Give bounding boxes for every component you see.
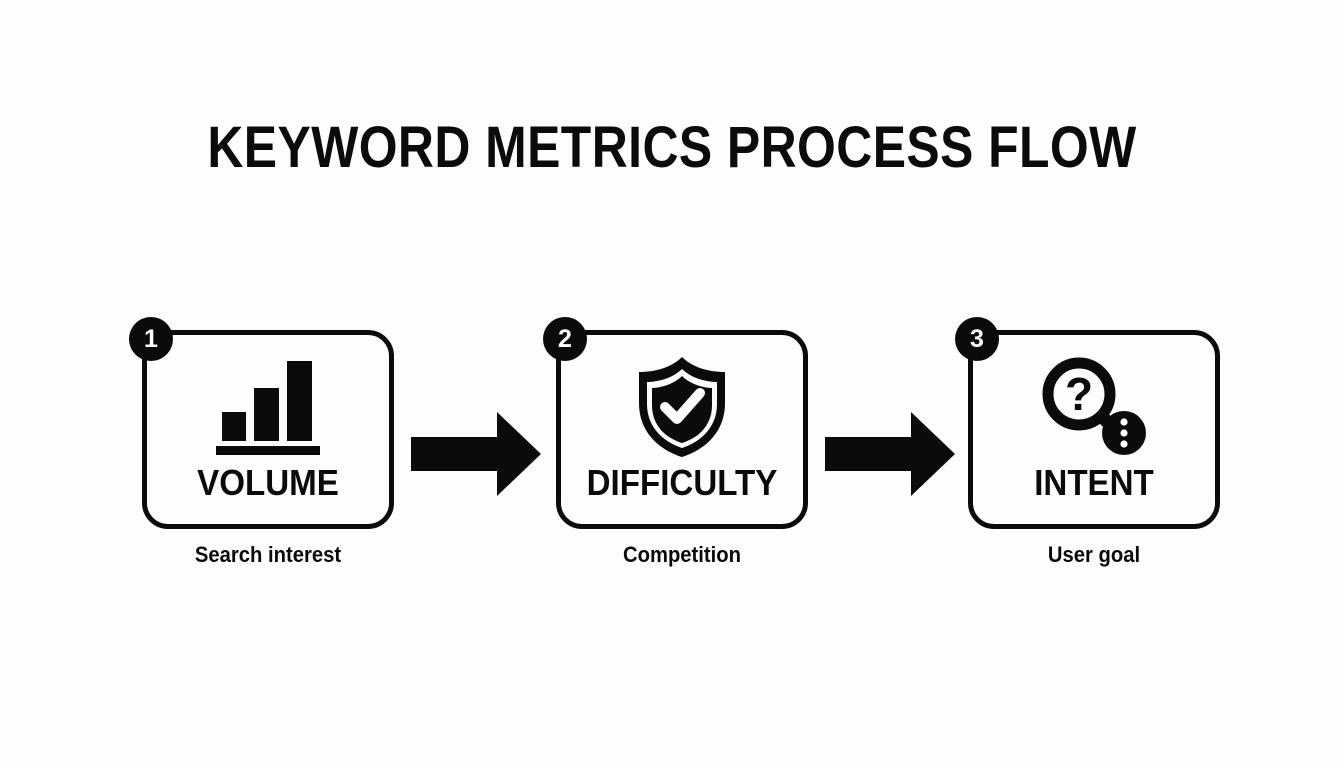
- bar-chart-bar-2: [254, 388, 279, 441]
- svg-text:?: ?: [1065, 368, 1093, 420]
- flow-step-difficulty[interactable]: 2 DIFFICULTY Competition: [543, 317, 808, 567]
- step-label: INTENT: [1034, 462, 1154, 503]
- process-flow: 1 VOLUME Search interest: [0, 317, 1344, 570]
- bar-chart-bar-1: [222, 412, 246, 441]
- arrow-right-icon: [825, 410, 955, 498]
- step-number-badge: 3: [955, 317, 999, 361]
- shield-check-icon: [561, 353, 803, 461]
- step-number-badge: 2: [543, 317, 587, 361]
- page-title: KEYWORD METRICS PROCESS FLOW: [207, 115, 1137, 180]
- magnifier-question-icon: ?: [973, 353, 1215, 461]
- step-label: DIFFICULTY: [586, 462, 778, 503]
- step-label: VOLUME: [197, 462, 339, 503]
- bar-chart-icon: [147, 353, 389, 461]
- step-caption: Search interest: [194, 542, 342, 567]
- step-number-badge: 1: [129, 317, 173, 361]
- bar-chart-baseline: [216, 446, 320, 455]
- step-card[interactable]: 1 VOLUME: [129, 317, 394, 529]
- step-caption: User goal: [1047, 542, 1141, 567]
- step-card[interactable]: 3 ? INTE: [955, 317, 1220, 529]
- step-card[interactable]: 2 DIFFICULTY: [543, 317, 808, 529]
- bar-chart-bar-3: [287, 361, 312, 441]
- flow-step-volume[interactable]: 1 VOLUME Search interest: [129, 317, 394, 567]
- step-caption: Competition: [622, 542, 742, 567]
- flow-step-intent[interactable]: 3 ? INTE: [955, 317, 1220, 567]
- arrow-right-icon: [411, 410, 541, 498]
